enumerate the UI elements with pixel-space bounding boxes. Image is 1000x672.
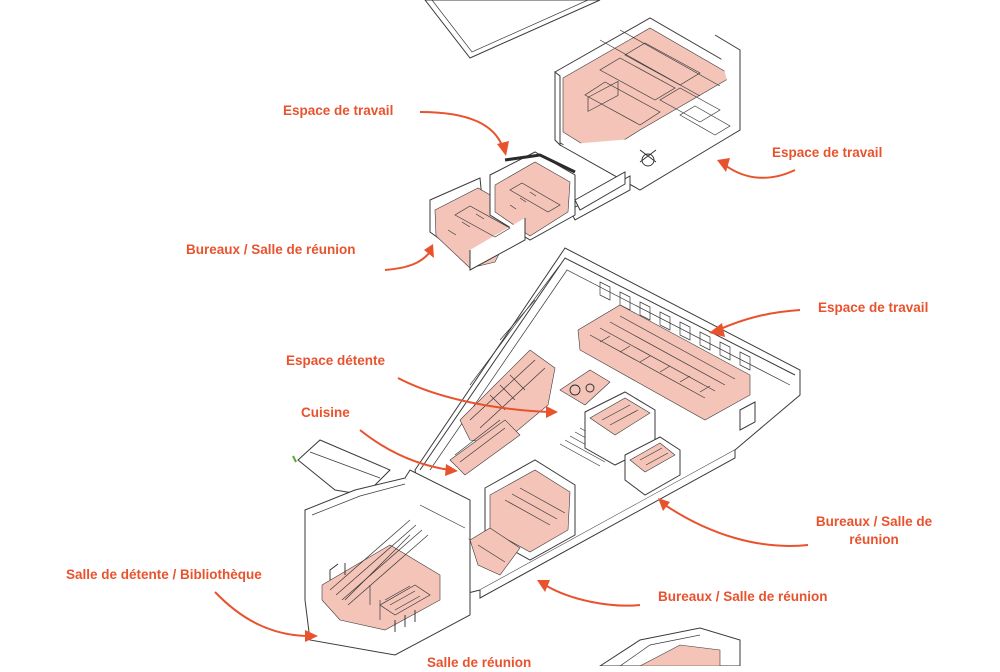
annotation-arrows: [214, 111, 809, 642]
upper-workspace-block: [554, 17, 741, 221]
top-building-fragment: [424, 0, 601, 59]
label-espace-travail-top-right: Espace de travail: [772, 145, 883, 160]
label-espace-detente: Espace détente: [286, 353, 386, 368]
bottom-building-fragment: [599, 627, 741, 666]
label-espace-travail-top-left: Espace de travail: [283, 103, 394, 118]
label-bibliotheque: Salle de détente / Bibliothèque: [66, 567, 262, 582]
upper-offices-block: [429, 151, 576, 271]
label-bureaux-right: Bureaux / Salle de réunion: [804, 513, 944, 549]
label-bureaux-top: Bureaux / Salle de réunion: [186, 242, 356, 257]
label-salle-reunion-bottom: Salle de réunion: [427, 655, 532, 670]
label-cuisine: Cuisine: [301, 405, 350, 420]
entry-volume: [292, 439, 391, 496]
label-bureaux-right-line2: réunion: [849, 532, 899, 547]
library-block: [304, 469, 471, 656]
label-bureaux-bottom: Bureaux / Salle de réunion: [658, 589, 828, 604]
main-floor-block: [414, 247, 801, 601]
label-bureaux-right-line1: Bureaux / Salle de: [815, 514, 933, 529]
corridor-connector: [574, 171, 626, 211]
label-espace-travail-right: Espace de travail: [818, 300, 929, 315]
